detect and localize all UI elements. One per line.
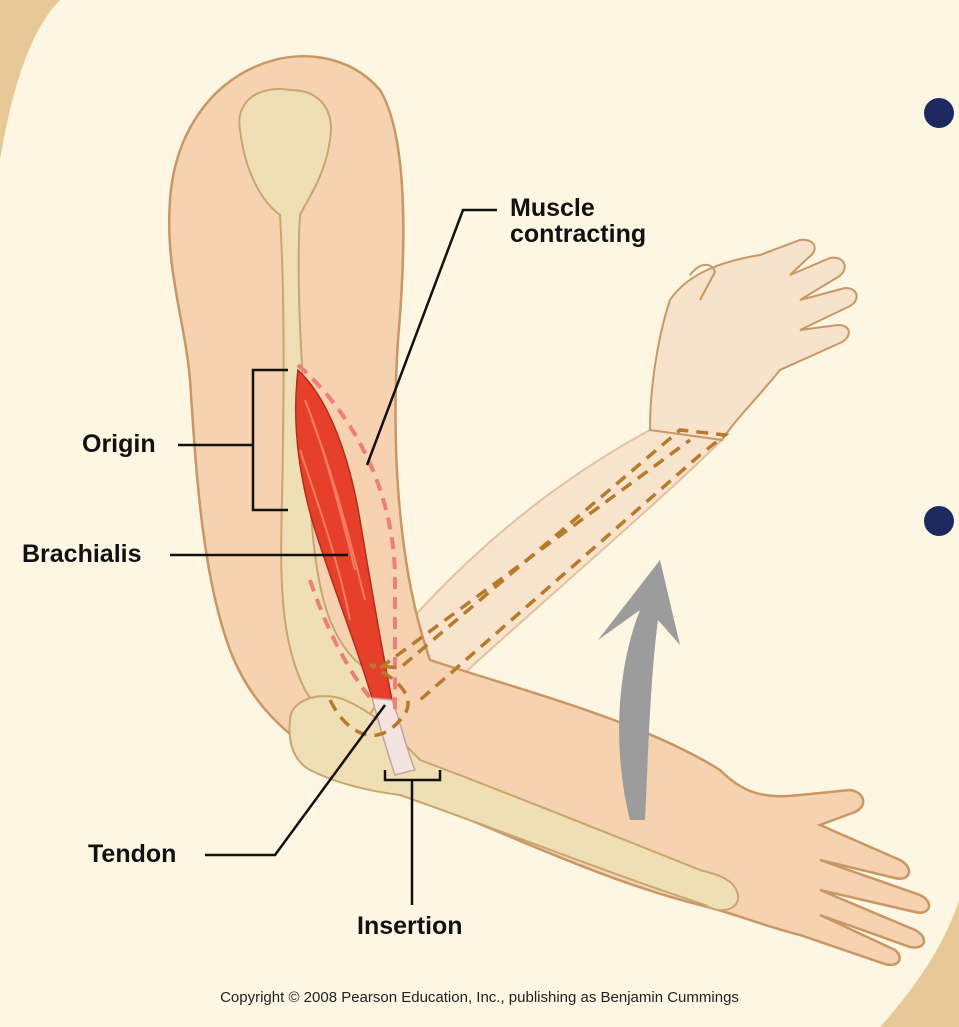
label-muscle-contracting: Muscle contracting	[510, 195, 646, 248]
label-insertion: Insertion	[357, 913, 463, 939]
copyright-text: Copyright © 2008 Pearson Education, Inc.…	[0, 989, 959, 1006]
label-brachialis: Brachialis	[22, 541, 142, 567]
label-muscle-contracting-line1: Muscle	[510, 195, 646, 221]
label-muscle-contracting-line2: contracting	[510, 221, 646, 247]
bullet-icon	[924, 98, 954, 128]
label-origin: Origin	[82, 431, 156, 457]
label-tendon: Tendon	[88, 841, 176, 867]
bullet-icon	[924, 506, 954, 536]
